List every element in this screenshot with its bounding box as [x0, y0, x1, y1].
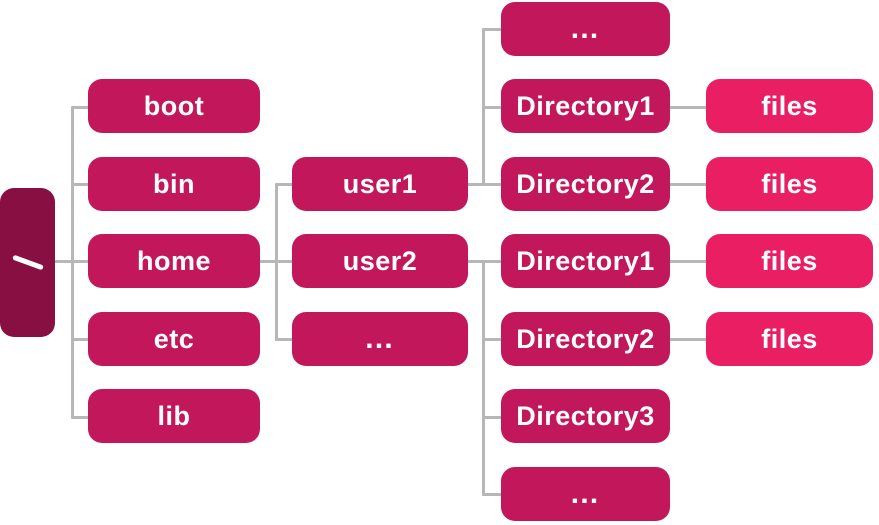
node-label: boot [143, 90, 205, 121]
connector-horizontal-17 [481, 492, 503, 496]
connector-vertical-13 [481, 27, 485, 186]
node-label: Directory2 [516, 168, 655, 199]
connector-horizontal-2 [70, 182, 90, 186]
node-user2: user2 [292, 234, 468, 288]
node-label: user2 [342, 245, 418, 276]
connector-horizontal-11 [481, 27, 503, 31]
connector-horizontal-7 [274, 182, 294, 186]
node-user2-directory2: Directory2 [501, 312, 670, 366]
connector-horizontal-22 [668, 337, 708, 341]
node-etc: etc [88, 312, 260, 366]
node-label: Directory3 [516, 400, 655, 431]
node-user2-directory2-files: files [706, 312, 873, 366]
node-label: files [761, 245, 818, 276]
node-lib: lib [88, 389, 260, 443]
connector-horizontal-1 [70, 105, 90, 109]
node-user1-directory2-files: files [706, 157, 873, 211]
connector-horizontal-20 [668, 182, 708, 186]
node-label: lib [157, 400, 191, 431]
connector-vertical-9 [274, 182, 278, 341]
node-user1-directory1: Directory1 [501, 79, 670, 133]
node-user1-ellipsis: … [501, 2, 670, 56]
connector-horizontal-15 [481, 337, 503, 341]
root-slash-icon [11, 254, 44, 271]
node-bin: bin [88, 157, 260, 211]
connector-vertical-18 [481, 259, 485, 496]
connector-horizontal-10 [466, 182, 503, 186]
node-user2-directory1-files: files [706, 234, 873, 288]
node-users-ellipsis: … [292, 312, 468, 366]
connector-vertical-5 [70, 105, 74, 419]
connector-horizontal-3 [70, 337, 90, 341]
connector-horizontal-12 [481, 105, 503, 109]
node-label: user1 [342, 168, 418, 199]
node-label: … [569, 12, 602, 45]
node-label: etc [153, 323, 195, 354]
node-user2-ellipsis: … [501, 467, 670, 521]
node-user2-directory3: Directory3 [501, 389, 670, 443]
node-label: home [136, 245, 211, 276]
node-label: bin [153, 168, 195, 199]
node-boot: boot [88, 79, 260, 133]
node-label: files [761, 90, 818, 121]
node-label: Directory1 [516, 245, 655, 276]
node-user1: user1 [292, 157, 468, 211]
connector-horizontal-21 [668, 259, 708, 263]
node-user1-directory2: Directory2 [501, 157, 670, 211]
node-user1-directory1-files: files [706, 79, 873, 133]
connector-horizontal-19 [668, 105, 708, 109]
node-home: home [88, 234, 260, 288]
node-label: files [761, 168, 818, 199]
connector-horizontal-16 [481, 415, 503, 419]
node-root: / [0, 188, 55, 337]
node-label: … [569, 477, 602, 510]
node-label: … [364, 322, 396, 355]
node-label: Directory1 [516, 90, 655, 121]
connector-horizontal-14 [466, 259, 503, 263]
connector-horizontal-8 [274, 337, 294, 341]
node-label: Directory2 [516, 323, 655, 354]
connector-horizontal-4 [70, 415, 90, 419]
node-user2-directory1: Directory1 [501, 234, 670, 288]
node-label: files [761, 323, 818, 354]
